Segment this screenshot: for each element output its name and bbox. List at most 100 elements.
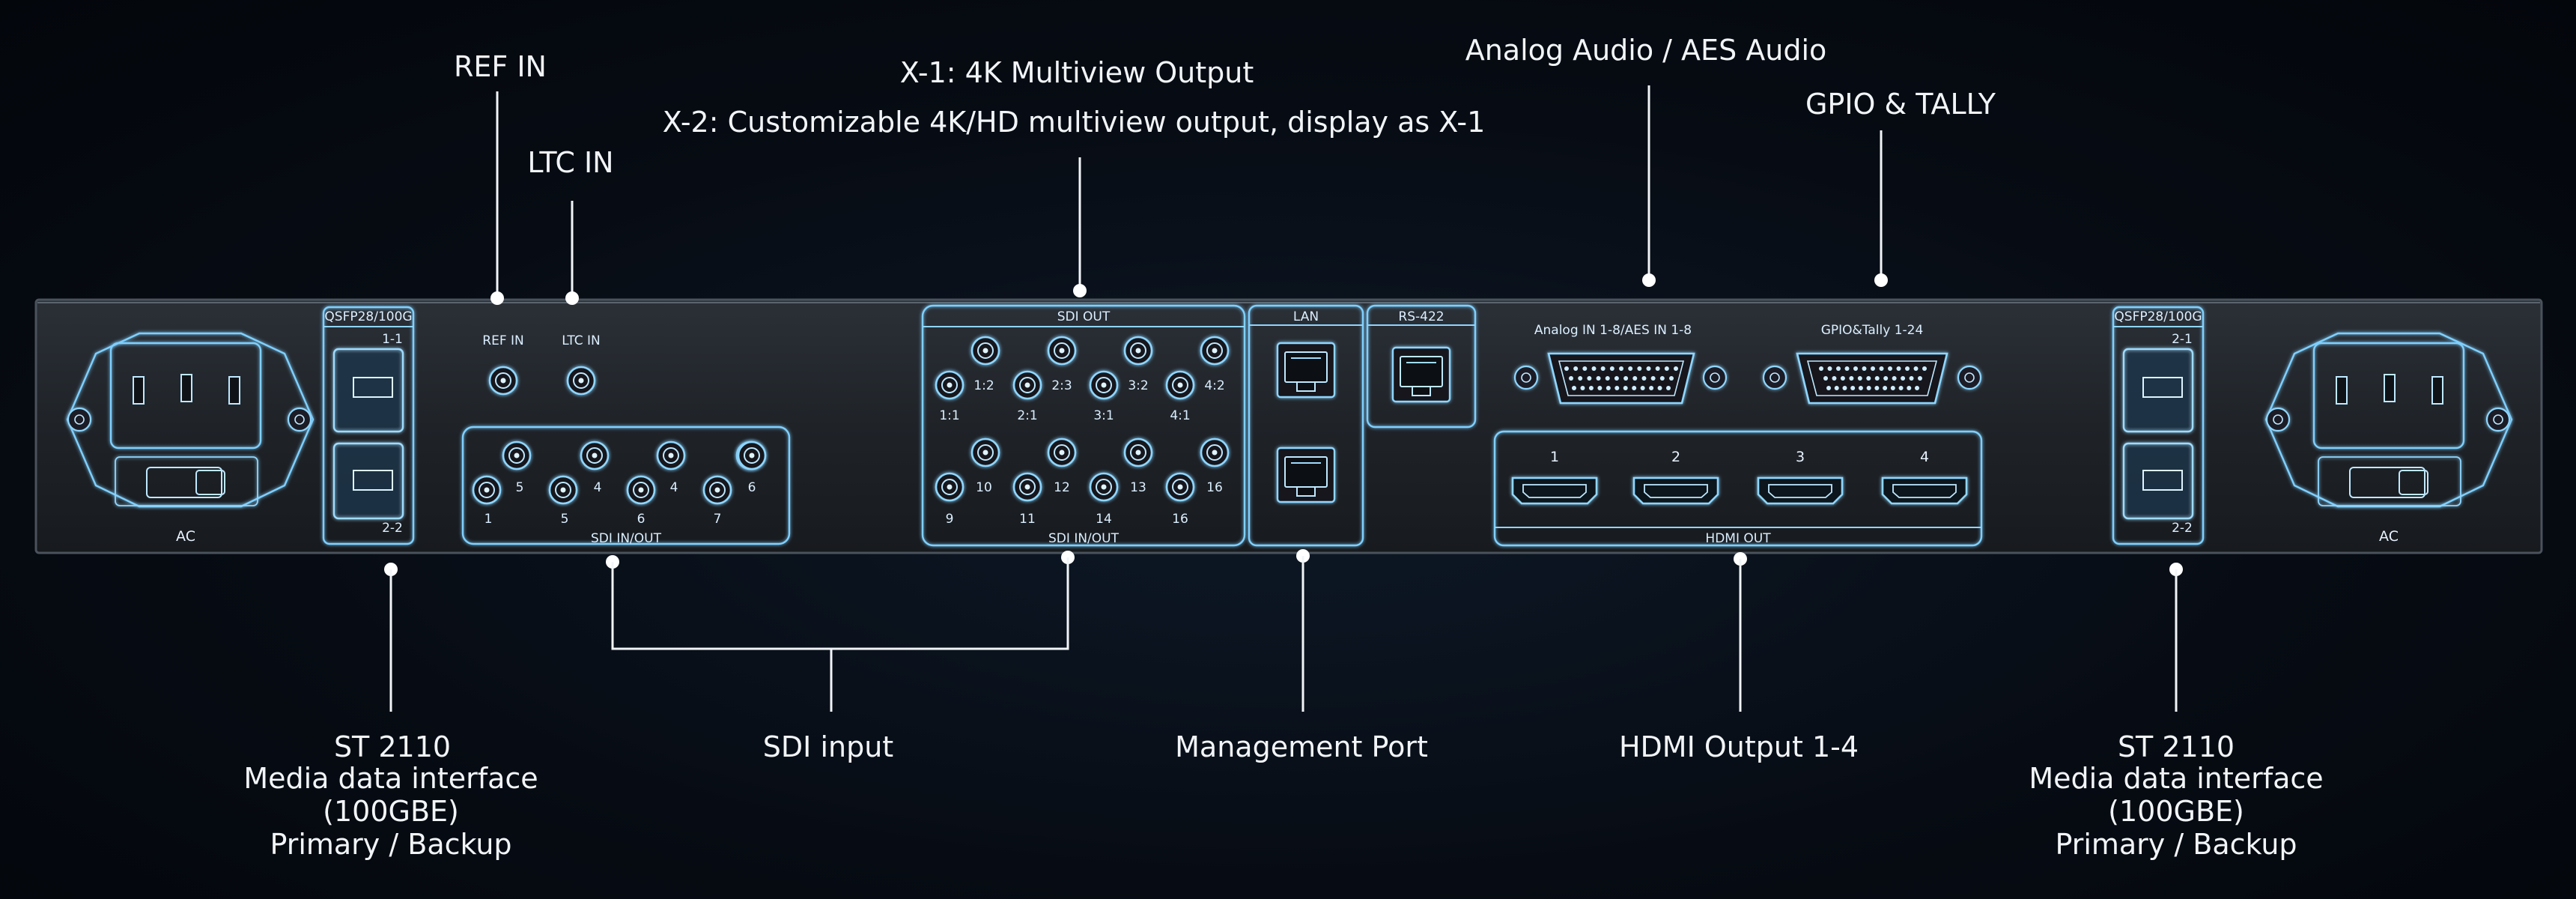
leader-lines bbox=[384, 85, 2183, 712]
sdi-out-port-label: 1:1 bbox=[939, 408, 959, 423]
qsfp-port-2-2 bbox=[332, 442, 404, 520]
hdmi-port-2 bbox=[1634, 478, 1718, 503]
sdi-out-title: SDI OUT bbox=[1057, 309, 1111, 324]
callout-st2110-left-line2: Media data interface bbox=[243, 762, 538, 795]
sdi-out-port-label: 4:1 bbox=[1170, 408, 1190, 423]
callout-analog-audio: Analog Audio / AES Audio bbox=[1465, 34, 1827, 67]
ref-in-panel-label: REF IN bbox=[482, 333, 523, 348]
hdmi-port-label: 2 bbox=[1671, 449, 1680, 465]
sdi-out-bnc bbox=[967, 333, 1003, 369]
lan-label: LAN bbox=[1293, 309, 1319, 324]
qsfp-port-1-1 bbox=[332, 348, 404, 433]
callout-gpio-tally: GPIO & TALLY bbox=[1805, 88, 1996, 121]
callout-st2110-right-line3: (100GBE) bbox=[2108, 795, 2244, 828]
sdi-inout-port-label: 5 bbox=[516, 480, 524, 495]
ac-inlet-left: AC bbox=[66, 332, 315, 545]
sdi-inout-bnc bbox=[499, 438, 535, 473]
sdi-out-side-label: 3:2 bbox=[1128, 378, 1148, 393]
sdi-inout-side-label: 13 bbox=[1130, 480, 1146, 495]
analog-aes-connector: Analog IN 1-8/AES IN 1-8 bbox=[1515, 323, 1726, 405]
callout-multiview-x1: X-1: 4K Multiview Output bbox=[900, 56, 1254, 89]
callout-st2110-right-line2: Media data interface bbox=[2029, 762, 2323, 795]
sdi-inout-bnc bbox=[1086, 469, 1122, 505]
analog-in-label: Analog IN 1-8/AES IN 1-8 bbox=[1534, 323, 1692, 338]
sdi-out-side-label: 4:2 bbox=[1204, 378, 1224, 393]
sdi-out-bnc bbox=[1009, 367, 1045, 403]
sdi-inout-port-label: 9 bbox=[946, 512, 954, 527]
callout-ltc-in: LTC IN bbox=[527, 146, 613, 179]
sdi-inout-port-label: 16 bbox=[1172, 512, 1188, 527]
ac-left-label: AC bbox=[176, 528, 195, 545]
qsfp-port-2-1 bbox=[2122, 348, 2194, 433]
sdi-inout-bnc bbox=[545, 472, 581, 508]
sdi-inout-bnc bbox=[1120, 435, 1156, 470]
hdmi-out-group: HDMI OUT 1 2 3 4 bbox=[1493, 430, 1983, 547]
callout-multiview-x2: X-2: Customizable 4K/HD multiview output… bbox=[663, 106, 1486, 139]
sdi-inout-port-label: 11 bbox=[1019, 512, 1036, 527]
sdi-inout-bnc bbox=[653, 438, 689, 473]
sdi-inout-bnc bbox=[699, 472, 735, 508]
sdi-out-bnc bbox=[1044, 333, 1080, 369]
sdi-inout-port-label: 6 bbox=[637, 512, 645, 527]
ac-inlet-right: AC bbox=[2264, 332, 2513, 545]
ltc-in-connector: LTC IN bbox=[562, 333, 601, 399]
hdmi-port-1 bbox=[1513, 478, 1597, 503]
qsfp28-right: QSFP28/100G 2-1 2-2 bbox=[2112, 306, 2205, 545]
hdmi-port-label: 1 bbox=[1550, 449, 1559, 465]
rs422-label: RS-422 bbox=[1398, 309, 1444, 324]
sdi-out-bnc bbox=[1086, 367, 1122, 403]
qsfp28-left: QSFP28/100G 1-1 2-2 bbox=[322, 306, 415, 545]
callout-st2110-right-line1: ST 2110 bbox=[2118, 730, 2235, 763]
sdi-inout-bnc bbox=[1009, 469, 1045, 505]
gpio-tally-connector: GPIO&Tally 1-24 bbox=[1764, 323, 1981, 405]
sdi-inout-port-label: 4 bbox=[670, 480, 678, 495]
hdmi-port-3 bbox=[1758, 478, 1842, 503]
sdi-inout-port-label: 4 bbox=[594, 480, 602, 495]
callout-management-port: Management Port bbox=[1175, 730, 1428, 763]
sdi-out-bnc bbox=[1197, 333, 1233, 369]
gpio-label: GPIO&Tally 1-24 bbox=[1821, 323, 1924, 338]
qsfp-left-top-label: 1-1 bbox=[382, 332, 403, 347]
rs422-group: RS-422 bbox=[1366, 304, 1477, 429]
sdi-out-side-label: 2:3 bbox=[1051, 378, 1072, 393]
sdi-out-bottom-title: SDI IN/OUT bbox=[1048, 531, 1120, 546]
sdi-out-bnc bbox=[1120, 333, 1156, 369]
sdi-out-bnc bbox=[932, 367, 967, 403]
sdi-inout-port-label: 5 bbox=[561, 512, 569, 527]
sdi-inout-side-label: 12 bbox=[1054, 480, 1070, 495]
sdi-inout-bnc bbox=[577, 438, 613, 473]
sdi-inout-bnc bbox=[932, 469, 967, 505]
qsfp-port-2-2-right bbox=[2122, 442, 2194, 520]
sdi-inout-side-label: 10 bbox=[976, 480, 992, 495]
sdi-inout-port-label: 1 bbox=[484, 512, 493, 527]
sdi-out-port-label: 2:1 bbox=[1017, 408, 1037, 423]
sdi-inout-bnc bbox=[1197, 435, 1233, 470]
qsfp-left-bottom-label: 2-2 bbox=[382, 521, 403, 536]
callout-st2110-left-line3: (100GBE) bbox=[323, 795, 459, 828]
callout-ref-in: REF IN bbox=[454, 50, 547, 83]
hdmi-port-label: 3 bbox=[1796, 449, 1805, 465]
callout-sdi-input: SDI input bbox=[763, 730, 893, 763]
sdi-inout-bnc bbox=[623, 472, 659, 508]
sdi-inout-bnc bbox=[469, 472, 505, 508]
sdi-left-title: SDI IN/OUT bbox=[591, 531, 662, 546]
qsfp-right-top-label: 2-1 bbox=[2172, 332, 2193, 347]
callout-st2110-left-line1: ST 2110 bbox=[334, 730, 451, 763]
sdi-inout-port-label: 6 bbox=[748, 480, 756, 495]
lan-port-2 bbox=[1278, 448, 1334, 502]
sdi-out-side-label: 1:2 bbox=[973, 378, 994, 393]
lan-group: LAN bbox=[1248, 304, 1364, 547]
sdi-inout-left-group: SDI IN/OUT 5 4 4 6 1 5 6 7 bbox=[461, 426, 791, 546]
sdi-inout-port-label: 7 bbox=[714, 512, 722, 527]
ref-in-connector: REF IN bbox=[482, 333, 524, 399]
sdi-inout-bnc bbox=[1044, 435, 1080, 470]
lan-port-1 bbox=[1278, 343, 1334, 397]
sdi-inout-bnc bbox=[734, 438, 770, 473]
sdi-out-port-label: 3:1 bbox=[1093, 408, 1114, 423]
hdmi-port-4 bbox=[1883, 478, 1966, 503]
callout-hdmi-output: HDMI Output 1-4 bbox=[1619, 730, 1859, 763]
sdi-inout-port-label: 14 bbox=[1096, 512, 1112, 527]
qsfp-right-title: QSFP28/100G bbox=[2114, 309, 2202, 324]
sdi-out-bnc bbox=[1162, 367, 1198, 403]
